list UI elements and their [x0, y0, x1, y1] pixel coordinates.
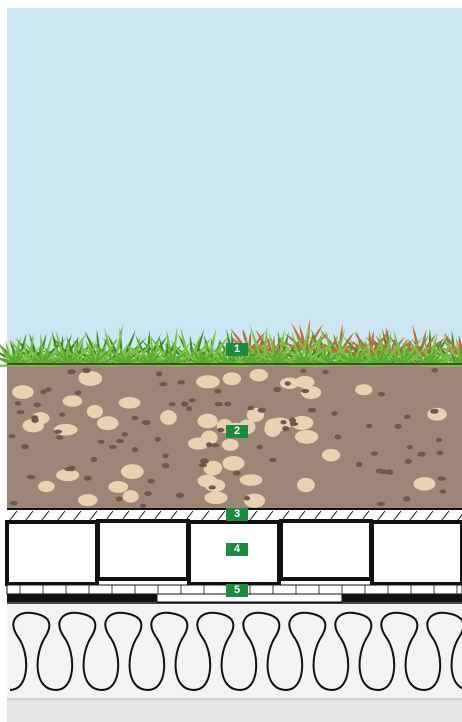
layer-badge-4: 4 [226, 543, 248, 556]
layer-badge-5: 5 [226, 584, 248, 597]
base-slab [7, 699, 462, 722]
sky [7, 8, 462, 368]
layer-badge-1: 1 [226, 343, 248, 356]
layer-badge-2: 2 [226, 425, 248, 438]
layer-badge-3: 3 [226, 508, 248, 521]
insulation-layer [7, 603, 462, 699]
